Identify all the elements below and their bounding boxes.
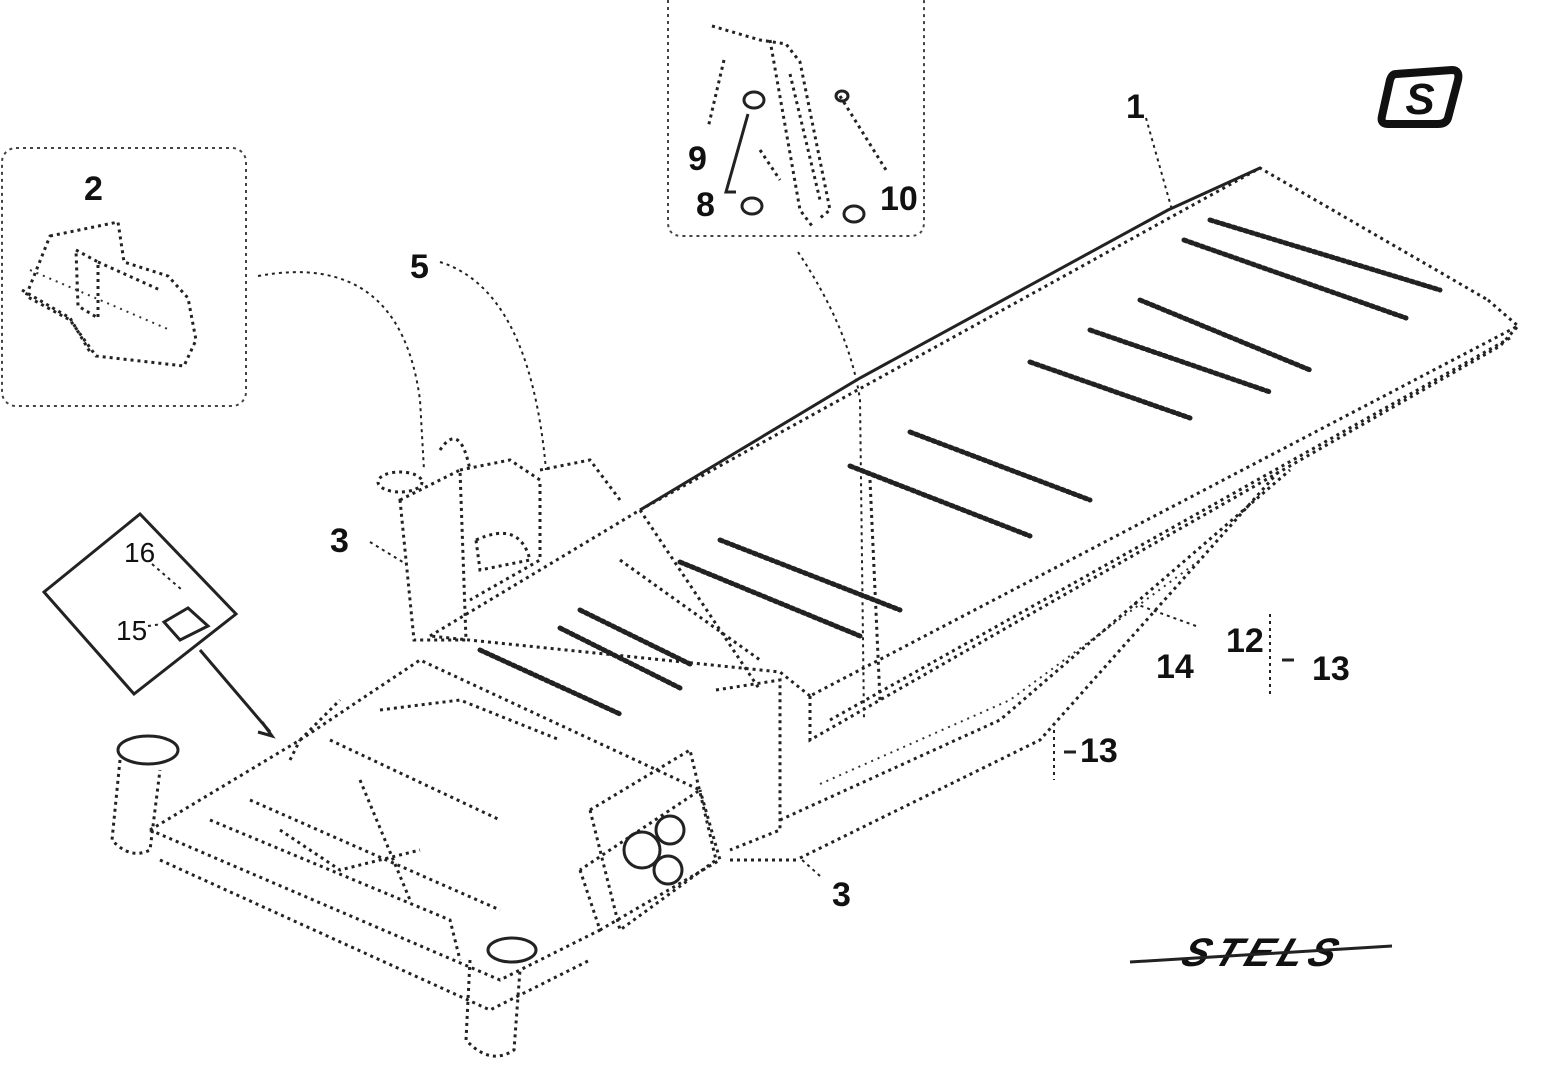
callout-15: 15 <box>116 615 147 646</box>
leader-lines <box>147 117 1271 877</box>
callout-3-left: 3 <box>330 522 349 560</box>
upright-mount <box>376 437 622 642</box>
front-section <box>110 658 800 1058</box>
callout-1: 1 <box>1126 88 1145 126</box>
main-frame <box>429 166 1521 860</box>
callout-2: 2 <box>84 170 103 208</box>
callout-10: 10 <box>880 180 918 218</box>
logo-letter: S <box>1405 75 1434 124</box>
callout-8: 8 <box>696 186 715 224</box>
callout-16: 16 <box>124 537 155 568</box>
callout-12: 12 <box>1226 622 1264 660</box>
inset-decal <box>41 511 276 739</box>
callout-9: 9 <box>688 140 707 178</box>
callout-13-lower: 13 <box>1080 732 1118 770</box>
inset-hardware <box>667 0 925 237</box>
callout-5: 5 <box>410 248 429 286</box>
brand-wordmark: STELS <box>1129 930 1393 975</box>
brand-logo: S <box>1377 65 1463 128</box>
callout-13-right: 13 <box>1312 650 1350 688</box>
callout-3-bottom: 3 <box>832 876 851 914</box>
callout-14: 14 <box>1156 648 1194 686</box>
callout-labels: 1 2 3 3 5 8 9 10 12 13 13 14 15 16 <box>84 88 1350 914</box>
inset-bracket <box>1 147 247 407</box>
